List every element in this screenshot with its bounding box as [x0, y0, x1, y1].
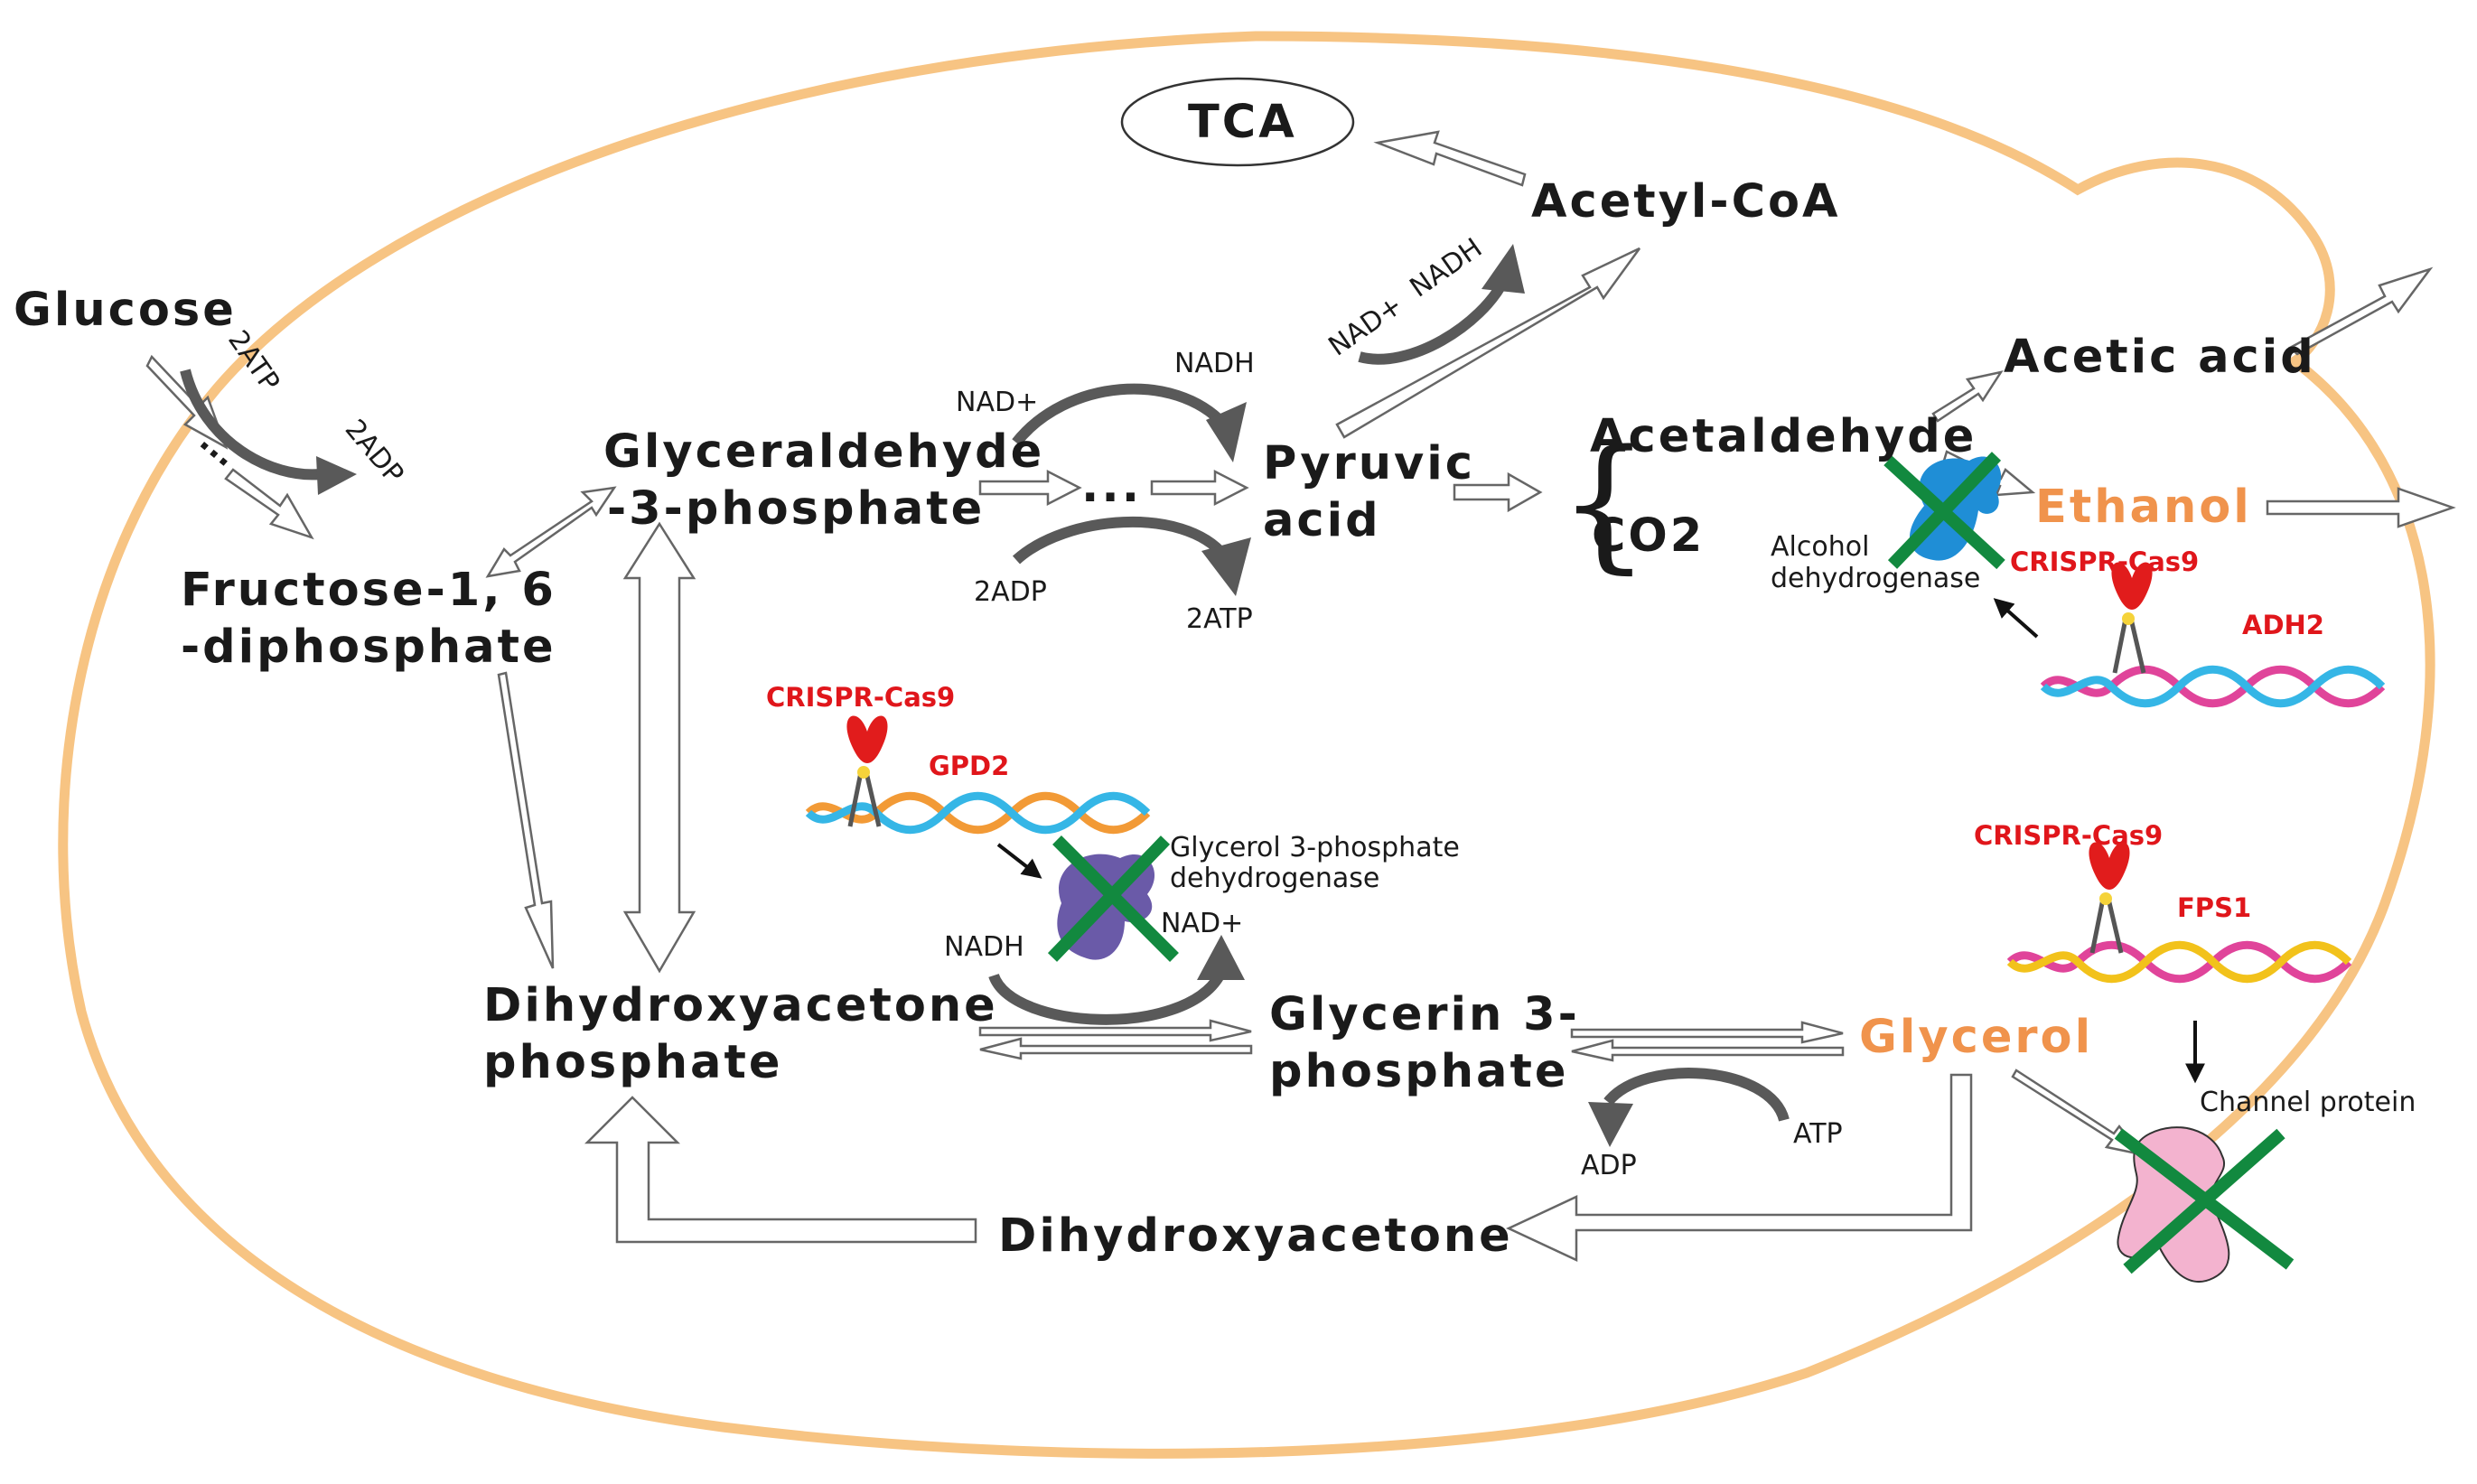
label-fructose-2: -diphosphate — [181, 621, 556, 674]
curve-glycolysis-nad-head — [1206, 402, 1247, 462]
dna-helix-adh2 — [2040, 665, 2386, 708]
arrow-dhap-glycerin3p — [978, 1019, 1252, 1042]
crispr-cas9-icon-adh — [2111, 562, 2153, 674]
curve-glucose-atp-adp — [180, 369, 328, 481]
label-glycerol: Glycerol — [1859, 1011, 2093, 1064]
curve-glycolysis-adp-head — [1201, 537, 1251, 596]
label-acetylcoa-nad: NAD+ — [1323, 290, 1409, 363]
label-gene-adh2: ADH2 — [2242, 610, 2324, 640]
arrow-pyruvic-acetaldehyde — [1453, 471, 1543, 513]
arrow-glycerin3p-glycerol — [1570, 1021, 1844, 1044]
label-co2: CO2 — [1592, 509, 1705, 563]
arrow-glycerol-channel — [2011, 1069, 2145, 1156]
label-ethanol: Ethanol — [2035, 481, 2252, 534]
label-g3p-1: Glyceraldehyde — [603, 425, 1044, 479]
cell-membrane — [58, 31, 2435, 1459]
curve-glycerol-head — [1588, 1102, 1633, 1147]
arrow-glycerin3p-dhap — [979, 1037, 1253, 1060]
label-pyruvic-1: Pyruvic — [1263, 437, 1475, 490]
label-channel-protein: Channel protein — [2200, 1087, 2416, 1118]
arrow-g3p-dhap — [622, 521, 696, 974]
arrow-gpd2-to-enzyme — [996, 843, 1042, 879]
curve-glycerol-atp-adp — [1603, 1068, 1790, 1122]
curve-glycolysis-adp-atp — [1012, 516, 1229, 565]
label-acetyl-coa: Acetyl-CoA — [1531, 175, 1841, 229]
arrow-g3p-dots — [978, 469, 1082, 507]
label-gene-fps1: FPS1 — [2177, 892, 2251, 923]
brace: { — [1558, 418, 1650, 587]
gpd-knockout-cross — [1047, 835, 1179, 962]
label-glycolysis-adp: 2ADP — [974, 576, 1047, 608]
label-adh-2: dehydrogenase — [1771, 563, 1980, 594]
label-glycolysis-nadh: NADH — [1174, 348, 1255, 379]
adh-knockout-cross — [1883, 452, 2005, 570]
arrow-dots-pyruvic — [1150, 469, 1249, 507]
channel-knockout-cross — [2114, 1128, 2295, 1274]
label-dihydroxyacetone: Dihydroxyacetone — [998, 1209, 1513, 1263]
arrow-dihydroxyacetone-dhap — [584, 1096, 977, 1244]
label-glycerol-adp: ADP — [1581, 1150, 1637, 1181]
dna-helix-gpd2 — [805, 791, 1151, 835]
arrow-fructose-g3p — [485, 486, 617, 578]
label-glycerin3p-1: Glycerin 3- — [1269, 988, 1580, 1041]
label-gpd-1: Glycerol 3-phosphate — [1170, 832, 1460, 863]
arrow-glycerol-glycerin3p — [1571, 1039, 1845, 1062]
tca-ellipse — [1120, 77, 1355, 167]
label-pyruvic-2: acid — [1263, 494, 1381, 547]
curve-acetylcoa-head — [1482, 244, 1525, 294]
arrow-pyruvic-acetylcoa — [1335, 247, 1641, 439]
label-adh-1: Alcohol — [1771, 531, 1869, 563]
crispr-cas9-icon-gpd — [846, 715, 888, 827]
label-glycolysis-atp: 2ATP — [1186, 603, 1253, 635]
channel-protein — [2117, 1126, 2230, 1283]
curve-glycolysis-nad-nadh — [1012, 383, 1229, 446]
label-tca: TCA — [1188, 96, 1297, 149]
crispr-cas9-icon-fps — [2089, 842, 2130, 954]
label-acetaldehyde: Acetaldehyde — [1590, 410, 1977, 463]
label-acetic-acid: Acetic acid — [2004, 331, 2316, 384]
arrow-glucose-fructose-2 — [224, 468, 314, 540]
label-dhap-2: phosphate — [483, 1036, 782, 1089]
label-crispr-fps: CRISPR-Cas9 — [1974, 820, 2163, 851]
label-gene-gpd2: GPD2 — [929, 751, 1009, 781]
label-glycerin3p-2: phosphate — [1269, 1045, 1568, 1098]
dots-glycolysis: ... — [1081, 460, 1142, 513]
curve-acetylcoa-nad — [1358, 277, 1510, 365]
arrow-acetylcoa-tca — [1373, 130, 1527, 187]
label-crispr-gpd: CRISPR-Cas9 — [766, 682, 955, 713]
arrow-acetic-out — [2287, 266, 2434, 356]
dna-helix-fps1 — [2006, 940, 2352, 984]
curve-gpd-head — [1197, 935, 1245, 980]
arrow-fructose-dhap — [497, 671, 555, 969]
label-gpd-2: dehydrogenase — [1170, 863, 1379, 894]
label-glycolysis-nad: NAD+ — [956, 387, 1038, 418]
label-glucose-adp: 2ADP — [339, 414, 410, 490]
arrow-acetaldehyde-acetic — [1931, 370, 2004, 423]
label-crispr-adh: CRISPR-Cas9 — [2010, 546, 2199, 577]
label-acetylcoa-nadh: NADH — [1405, 232, 1489, 304]
label-gpd-nadh: NADH — [944, 931, 1024, 963]
arrow-ethanol-out — [2266, 487, 2456, 528]
label-gpd-nad: NAD+ — [1161, 908, 1243, 939]
label-glycerol-atp: ATP — [1793, 1118, 1843, 1150]
curve-glucose-head — [316, 456, 357, 495]
label-glucose: Glucose — [14, 284, 237, 337]
label-dhap-1: Dihydroxyacetone — [483, 979, 998, 1032]
arrow-adh2-to-enzyme — [1993, 598, 2039, 639]
label-fructose-1: Fructose-1, 6 — [181, 564, 556, 617]
label-g3p-2: -3-phosphate — [607, 482, 985, 536]
arrow-glycerol-dihydroxyacetone — [1506, 1073, 1973, 1262]
curve-gpd-nadh-nad — [988, 972, 1225, 1025]
